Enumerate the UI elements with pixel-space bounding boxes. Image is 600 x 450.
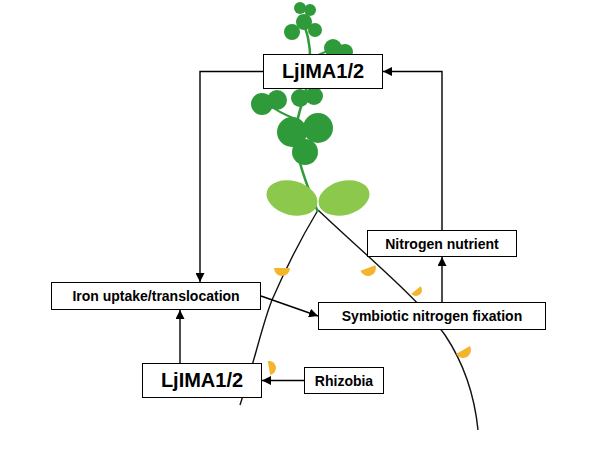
arrow-connector (261, 296, 318, 316)
box-label: LjIMA1/2 (282, 60, 364, 83)
process-box: LjIMA1/2 (142, 363, 262, 398)
process-box: LjIMA1/2 (263, 54, 383, 89)
box-label: Rhizobia (315, 373, 373, 389)
box-label: Nitrogen nutrient (385, 236, 499, 252)
cotyledon (314, 175, 373, 221)
box-label: LjIMA1/2 (161, 369, 243, 392)
arrow-connector (200, 72, 263, 283)
arrow-connector (262, 380, 304, 381)
arrow-connector (383, 72, 442, 231)
box-label: Symbiotic nitrogen fixation (342, 308, 522, 324)
arrow-connector (441, 257, 442, 302)
box-label: Iron uptake/translocation (72, 288, 239, 304)
arrow-connector (179, 310, 180, 363)
process-box: Rhizobia (304, 367, 384, 394)
process-box: Iron uptake/translocation (51, 282, 261, 310)
process-box: Nitrogen nutrient (367, 230, 517, 257)
process-box: Symbiotic nitrogen fixation (318, 302, 546, 330)
cotyledon (262, 175, 321, 221)
